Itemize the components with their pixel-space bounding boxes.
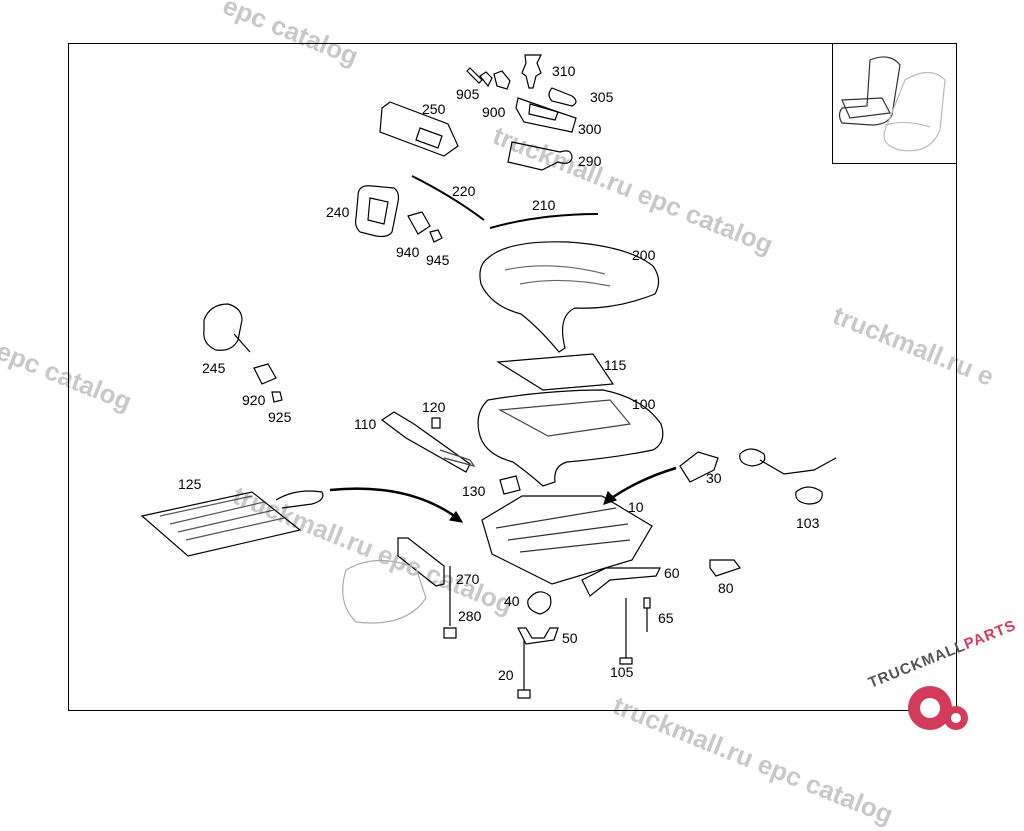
diagram-frame	[68, 43, 957, 711]
label-20: 20	[498, 667, 514, 683]
arrow-part30-to-frame	[605, 466, 677, 504]
part-290-bracket	[507, 141, 573, 171]
label-220: 220	[452, 183, 476, 199]
label-305: 305	[590, 89, 614, 105]
part-30-cover	[679, 451, 719, 483]
part-925-connector	[271, 391, 283, 403]
label-105: 105	[610, 664, 634, 680]
part-10-seat-frame	[481, 495, 653, 585]
label-245: 245	[202, 360, 226, 376]
arrow-mat-to-frame	[329, 487, 461, 521]
label-290: 290	[578, 153, 602, 169]
part-280-bolt	[443, 566, 457, 639]
label-60: 60	[664, 565, 680, 581]
label-900: 900	[482, 104, 506, 120]
label-103: 103	[796, 515, 820, 531]
label-110: 110	[354, 416, 377, 432]
label-115: 115	[604, 357, 627, 373]
part-50-bracket	[517, 627, 559, 645]
part-240-switch	[354, 185, 400, 238]
part-125-heating-mat	[140, 491, 302, 557]
part-65-pin	[643, 597, 651, 632]
label-200: 200	[632, 247, 656, 263]
part-20-bolt	[517, 640, 531, 699]
part-130-clip	[499, 475, 521, 495]
part-310-clip	[521, 54, 542, 89]
part-920-connector	[253, 363, 277, 385]
part-110-trim	[380, 411, 471, 473]
label-65: 65	[658, 610, 674, 626]
label-940: 940	[396, 244, 420, 260]
label-925: 925	[268, 409, 292, 425]
label-80: 80	[718, 580, 734, 596]
inset-seat-sketch	[838, 56, 946, 152]
label-210: 210	[532, 197, 556, 213]
label-250: 250	[422, 101, 446, 117]
truckmall-logo	[908, 686, 968, 730]
label-920: 920	[242, 392, 266, 408]
part-245-switch	[203, 303, 243, 351]
part-115-pad	[496, 353, 615, 391]
label-300: 300	[578, 121, 602, 137]
label-120: 120	[422, 399, 446, 415]
seat-housing-ghost	[342, 559, 427, 624]
part-300-lamp	[515, 97, 577, 133]
part-60-trim	[581, 567, 661, 597]
label-310: 310	[552, 63, 576, 79]
parts-drawing	[140, 54, 946, 699]
part-210-cable	[489, 213, 599, 229]
label-270: 270	[456, 571, 480, 587]
label-945: 945	[426, 252, 450, 268]
part-945-connector	[429, 229, 443, 243]
part-103-speaker	[739, 448, 766, 467]
part-200-seat-cover	[479, 241, 660, 353]
part-270-bracket	[397, 537, 445, 587]
part-905-pin	[466, 67, 483, 84]
part-250-switch-panel	[379, 101, 459, 157]
part-100-cushion	[477, 389, 664, 487]
label-10: 10	[628, 499, 644, 515]
label-240: 240	[326, 204, 350, 220]
part-940-connector	[407, 211, 431, 235]
part-220-cable	[411, 175, 485, 221]
label-50: 50	[562, 630, 578, 646]
label-125: 125	[178, 476, 202, 492]
part-80-block	[709, 559, 741, 577]
label-130: 130	[462, 483, 486, 499]
label-280: 280	[458, 608, 482, 624]
part-305-bulb	[548, 87, 577, 107]
label-905: 905	[456, 86, 480, 102]
label-30: 30	[706, 470, 722, 486]
seat-overview-inset	[832, 43, 957, 164]
label-100: 100	[632, 396, 656, 412]
part-900-bulb-socket	[493, 70, 511, 90]
part-40-knob	[527, 591, 552, 615]
label-40: 40	[504, 593, 520, 609]
part-120-clip	[431, 417, 441, 429]
part-105-bolt	[619, 598, 633, 665]
